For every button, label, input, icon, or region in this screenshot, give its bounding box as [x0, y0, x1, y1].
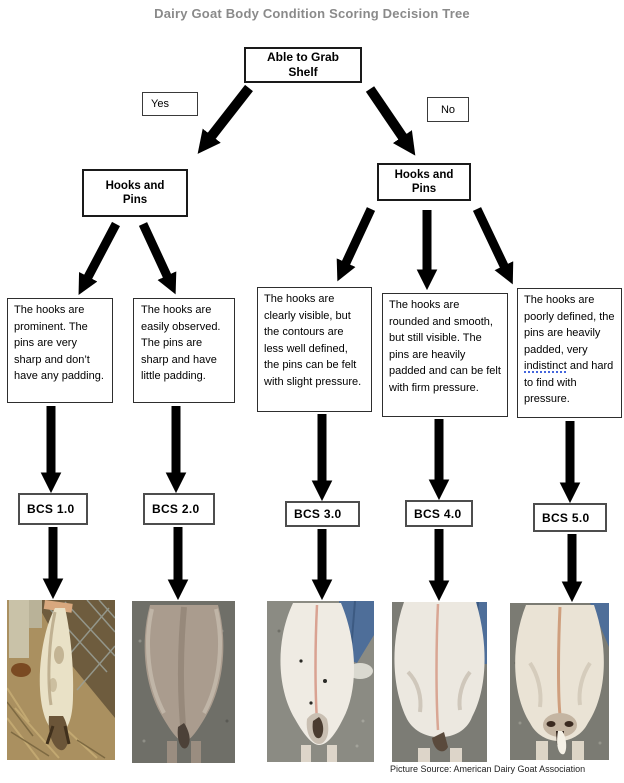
outcome-2-description-text: The hooks are easily observed. The pins …	[141, 304, 221, 382]
outcome-4-description-box: The hooks are rounded and smooth, but st…	[382, 293, 508, 417]
bcs-1-score-box: BCS 1.0	[18, 493, 88, 525]
flow-arrow-root-no	[365, 86, 416, 156]
goat-bcs-5-photo	[510, 603, 609, 760]
page-title: Dairy Goat Body Condition Scoring Decisi…	[154, 6, 470, 21]
hooks-pins-left-box: Hooks and Pins	[82, 169, 188, 217]
bcs-5-score-box: BCS 5.0	[533, 503, 607, 532]
picture-source-caption: Picture Source: American Dairy Goat Asso…	[390, 764, 586, 774]
goat-bcs-2-photo	[132, 601, 235, 763]
goat-bcs-4-photo	[392, 602, 487, 762]
outcome-2-description-box: The hooks are easily observed. The pins …	[133, 298, 235, 403]
outcome-4-description-text: The hooks are rounded and smooth, but st…	[389, 299, 501, 394]
outcome-1-description-text: The hooks are prominent. The pins are ve…	[14, 304, 104, 382]
flow-arrow-left-1	[78, 221, 120, 296]
flow-arrow-left-2	[138, 222, 177, 295]
goat-bcs-1-photo	[7, 600, 115, 760]
bcs-4-score-box: BCS 4.0	[405, 500, 473, 527]
flow-arrow-right-3	[472, 207, 514, 285]
bcs-3-score-box: BCS 3.0	[285, 501, 360, 527]
hooks-pins-right-box: Hooks and Pins	[377, 163, 471, 201]
yes-label-box: Yes	[142, 92, 198, 116]
outcome-3-description-text: The hooks are clearly visible, but the c…	[264, 293, 362, 388]
flow-arrow-right-1	[336, 207, 376, 282]
outcome-1-description-box: The hooks are prominent. The pins are ve…	[7, 298, 113, 403]
grammar-underline-word: indistinct	[524, 360, 567, 372]
decision-root-box: Able to Grab Shelf	[244, 47, 362, 83]
flow-arrow-root-yes	[197, 84, 253, 154]
goat-bcs-3-photo	[267, 601, 374, 762]
no-label-box: No	[427, 97, 469, 122]
outcome-5-description-text: The hooks are poorly defined, the pins a…	[524, 294, 615, 356]
outcome-5-description-box: The hooks are poorly defined, the pins a…	[517, 288, 622, 418]
bcs-2-score-box: BCS 2.0	[143, 493, 215, 525]
outcome-3-description-box: The hooks are clearly visible, but the c…	[257, 287, 372, 412]
